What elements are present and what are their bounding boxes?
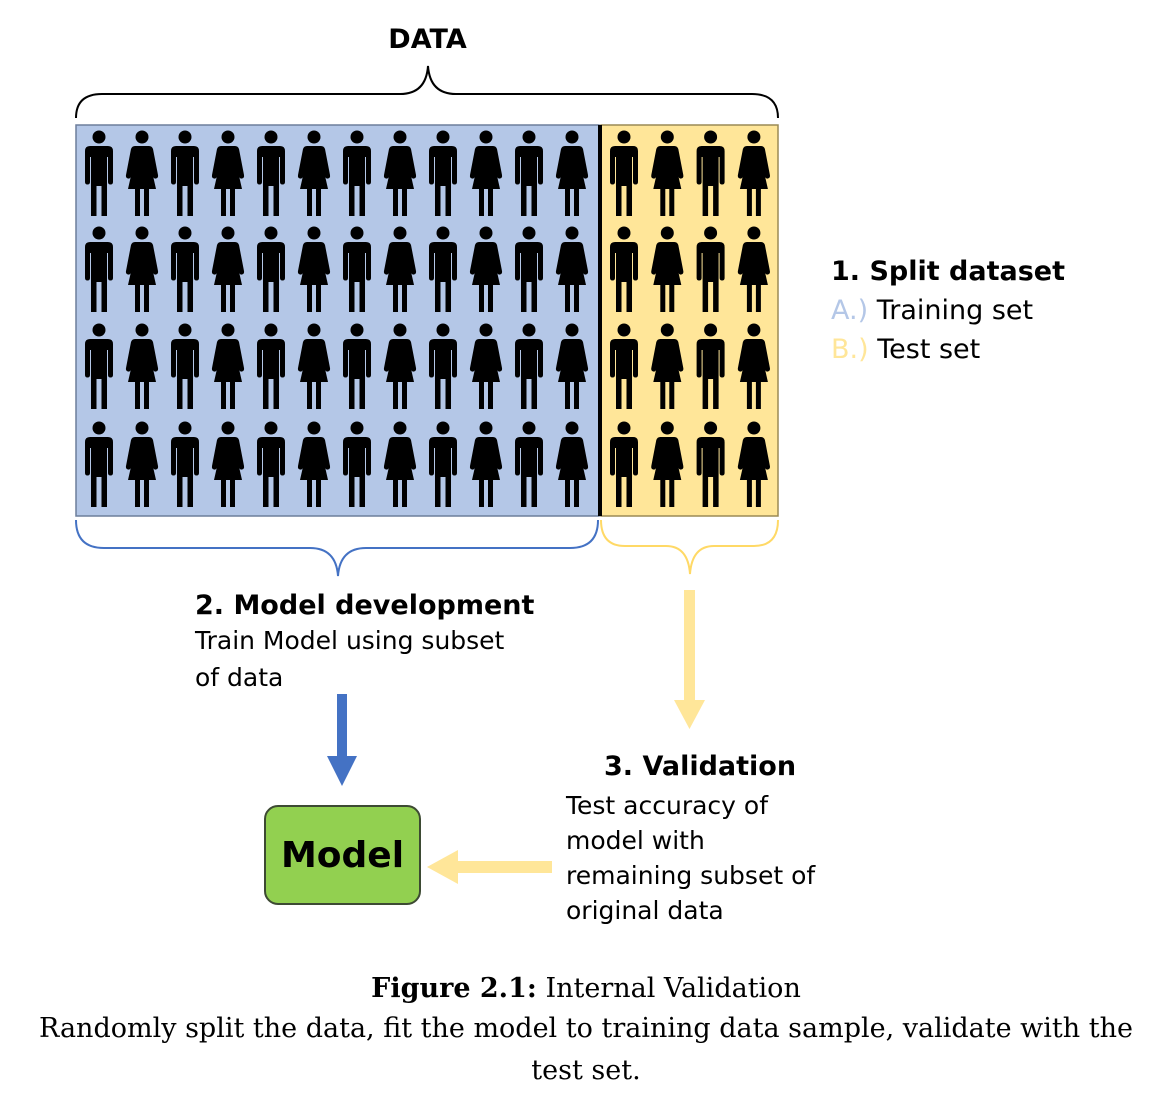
model-development-text-line-2: of data <box>195 663 284 692</box>
training-panel <box>75 124 600 517</box>
caption-figure-label: Figure 2.1: <box>371 973 537 1004</box>
legend-label-training: Training set <box>876 295 1034 326</box>
model-development-step: 2. Model development Train Model using s… <box>195 590 534 695</box>
validation-text: Test accuracy of model with remaining su… <box>566 788 815 928</box>
model-box: Model <box>264 805 421 905</box>
caption-description: Randomly split the data, fit the model t… <box>39 1013 1133 1086</box>
validation-text-line-3: remaining subset of <box>566 861 816 890</box>
arrow-to-validation <box>674 590 705 729</box>
validation-text-line-4: original data <box>566 896 724 925</box>
legend-item-test: B.) Test set <box>831 330 1065 369</box>
validation-title: 3. Validation <box>604 751 797 782</box>
test-brace <box>600 519 779 575</box>
arrow-to-model <box>327 694 357 786</box>
data-label: DATA <box>388 24 467 55</box>
legend-item-training: A.) Training set <box>831 291 1065 330</box>
model-development-text-line-1: Train Model using subset <box>195 626 505 655</box>
caption-figure-title: Internal Validation <box>545 973 801 1004</box>
model-development-title: 2. Model development <box>195 590 535 621</box>
caption-title-line: Figure 2.1: Internal Validation <box>0 970 1172 1008</box>
legend-letter-b: B.) <box>831 334 869 365</box>
validation-text-line-2: model with <box>566 826 705 855</box>
validation-text-line-1: Test accuracy of <box>566 791 769 820</box>
arrow-validation-to-model <box>427 850 552 884</box>
legend-letter-a: A.) <box>831 295 869 326</box>
legend-title: 1. Split dataset <box>831 256 1065 287</box>
figure-caption: Figure 2.1: Internal Validation Randomly… <box>0 970 1172 1092</box>
training-brace <box>75 519 599 577</box>
split-legend: 1. Split dataset A.) Training set B.) Te… <box>831 252 1065 369</box>
data-brace <box>75 65 779 119</box>
legend-label-test: Test set <box>877 334 981 365</box>
